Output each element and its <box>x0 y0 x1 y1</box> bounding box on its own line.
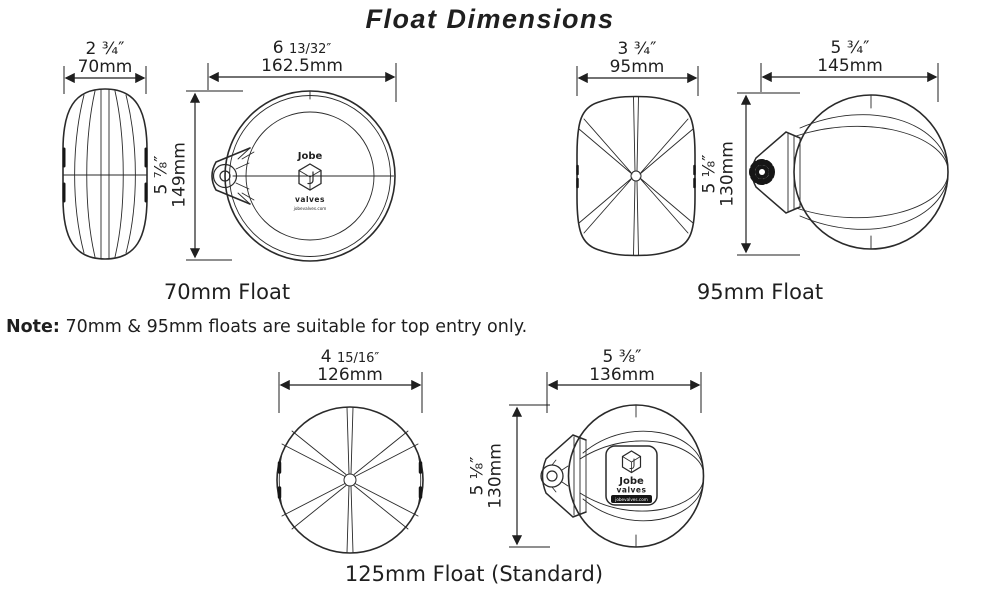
mount-bracket-icon <box>211 147 255 205</box>
dim-70-width-lines <box>63 66 147 94</box>
dim-126-width-lines <box>278 372 423 413</box>
float-95-label: 95mm Float <box>696 280 824 304</box>
svg-text:jobevalves.com: jobevalves.com <box>293 206 327 211</box>
float-125-label: 125mm Float (Standard) <box>344 562 604 586</box>
float-125-front-view-drawing <box>276 406 424 554</box>
float-70-side-view-drawing <box>62 88 148 260</box>
jobe-logo-plate: Jobe valves jobevalves.com <box>605 445 658 506</box>
dim-162-width-lines <box>207 63 397 102</box>
dim-136-width-label: 5 ⅜″ 136mm <box>589 347 655 386</box>
dim-95-width-lines <box>576 66 699 96</box>
dim-162-width-label: 6 13/32″ 162.5mm <box>261 38 343 77</box>
note-label: Note: <box>6 317 60 337</box>
dim-130-height-bottom-label: 5 ⅛″ 130mm <box>467 443 506 509</box>
dim-149-height-lines <box>186 90 243 261</box>
svg-text:valves: valves <box>295 195 325 204</box>
dim-145-width-label: 5 ¾″ 145mm <box>817 38 883 77</box>
dim-145-width-lines <box>760 63 939 102</box>
svg-text:Jobe: Jobe <box>618 476 644 487</box>
note-text: Note: 70mm & 95mm floats are suitable fo… <box>6 317 528 337</box>
mount-bracket-gear-icon <box>749 131 801 214</box>
dim-130-height-top-label: 5 ⅛″ 130mm <box>699 141 738 207</box>
mount-bracket-icon-2 <box>540 434 587 518</box>
float-95-ball-view-drawing <box>749 94 949 250</box>
dim-130-height-bottom-lines <box>509 404 550 548</box>
dim-130-height-top-lines <box>737 92 800 256</box>
dim-149-height-label: 5 ⅞″ 149mm <box>151 142 190 208</box>
float-95-side-view-drawing <box>576 95 696 257</box>
svg-text:jobevalves.com: jobevalves.com <box>614 497 648 502</box>
float-70-label: 70mm Float <box>163 280 291 304</box>
svg-text:Jobe: Jobe <box>297 151 323 162</box>
jobe-logo: Jobe valves jobevalves.com <box>293 151 327 211</box>
float-125-ball-view-drawing: Jobe valves jobevalves.com <box>540 404 705 548</box>
page-title: Float Dimensions <box>365 4 615 34</box>
dim-126-width-label: 4 15/16″ 126mm <box>317 347 383 386</box>
dim-70-width-label: 2 ¾″ 70mm <box>77 39 133 78</box>
svg-text:valves: valves <box>617 486 647 495</box>
dim-95-width-label: 3 ¾″ 95mm <box>609 39 665 78</box>
float-70-front-view-drawing: Jobe valves jobevalves.com <box>211 90 396 262</box>
dim-136-width-lines <box>546 372 702 413</box>
